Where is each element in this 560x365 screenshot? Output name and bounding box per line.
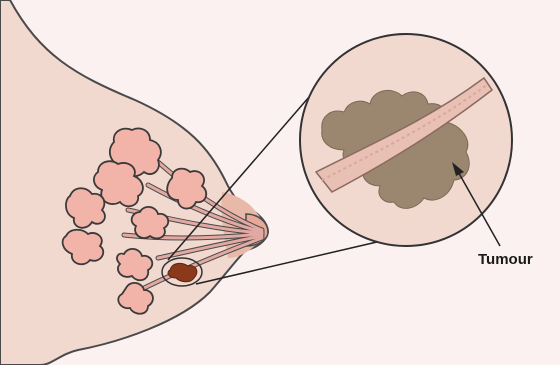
tumour-label: Tumour [478,251,533,268]
